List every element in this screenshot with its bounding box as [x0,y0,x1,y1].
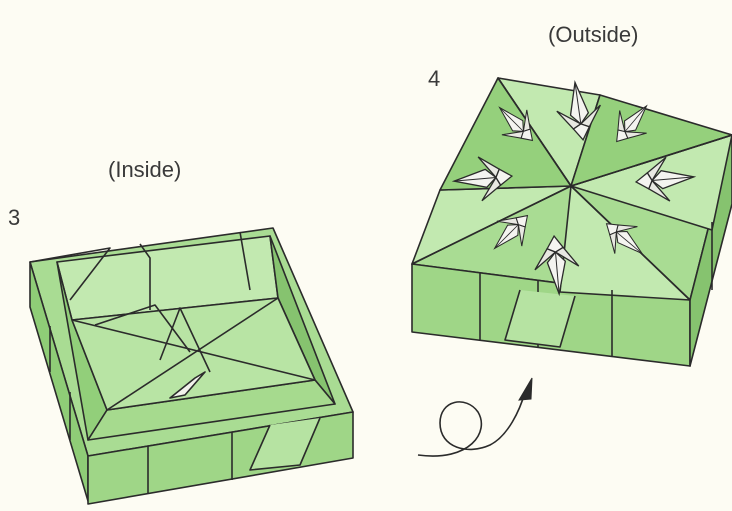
open-box-inside [30,228,353,504]
turn-over-arrow-icon [418,378,532,456]
